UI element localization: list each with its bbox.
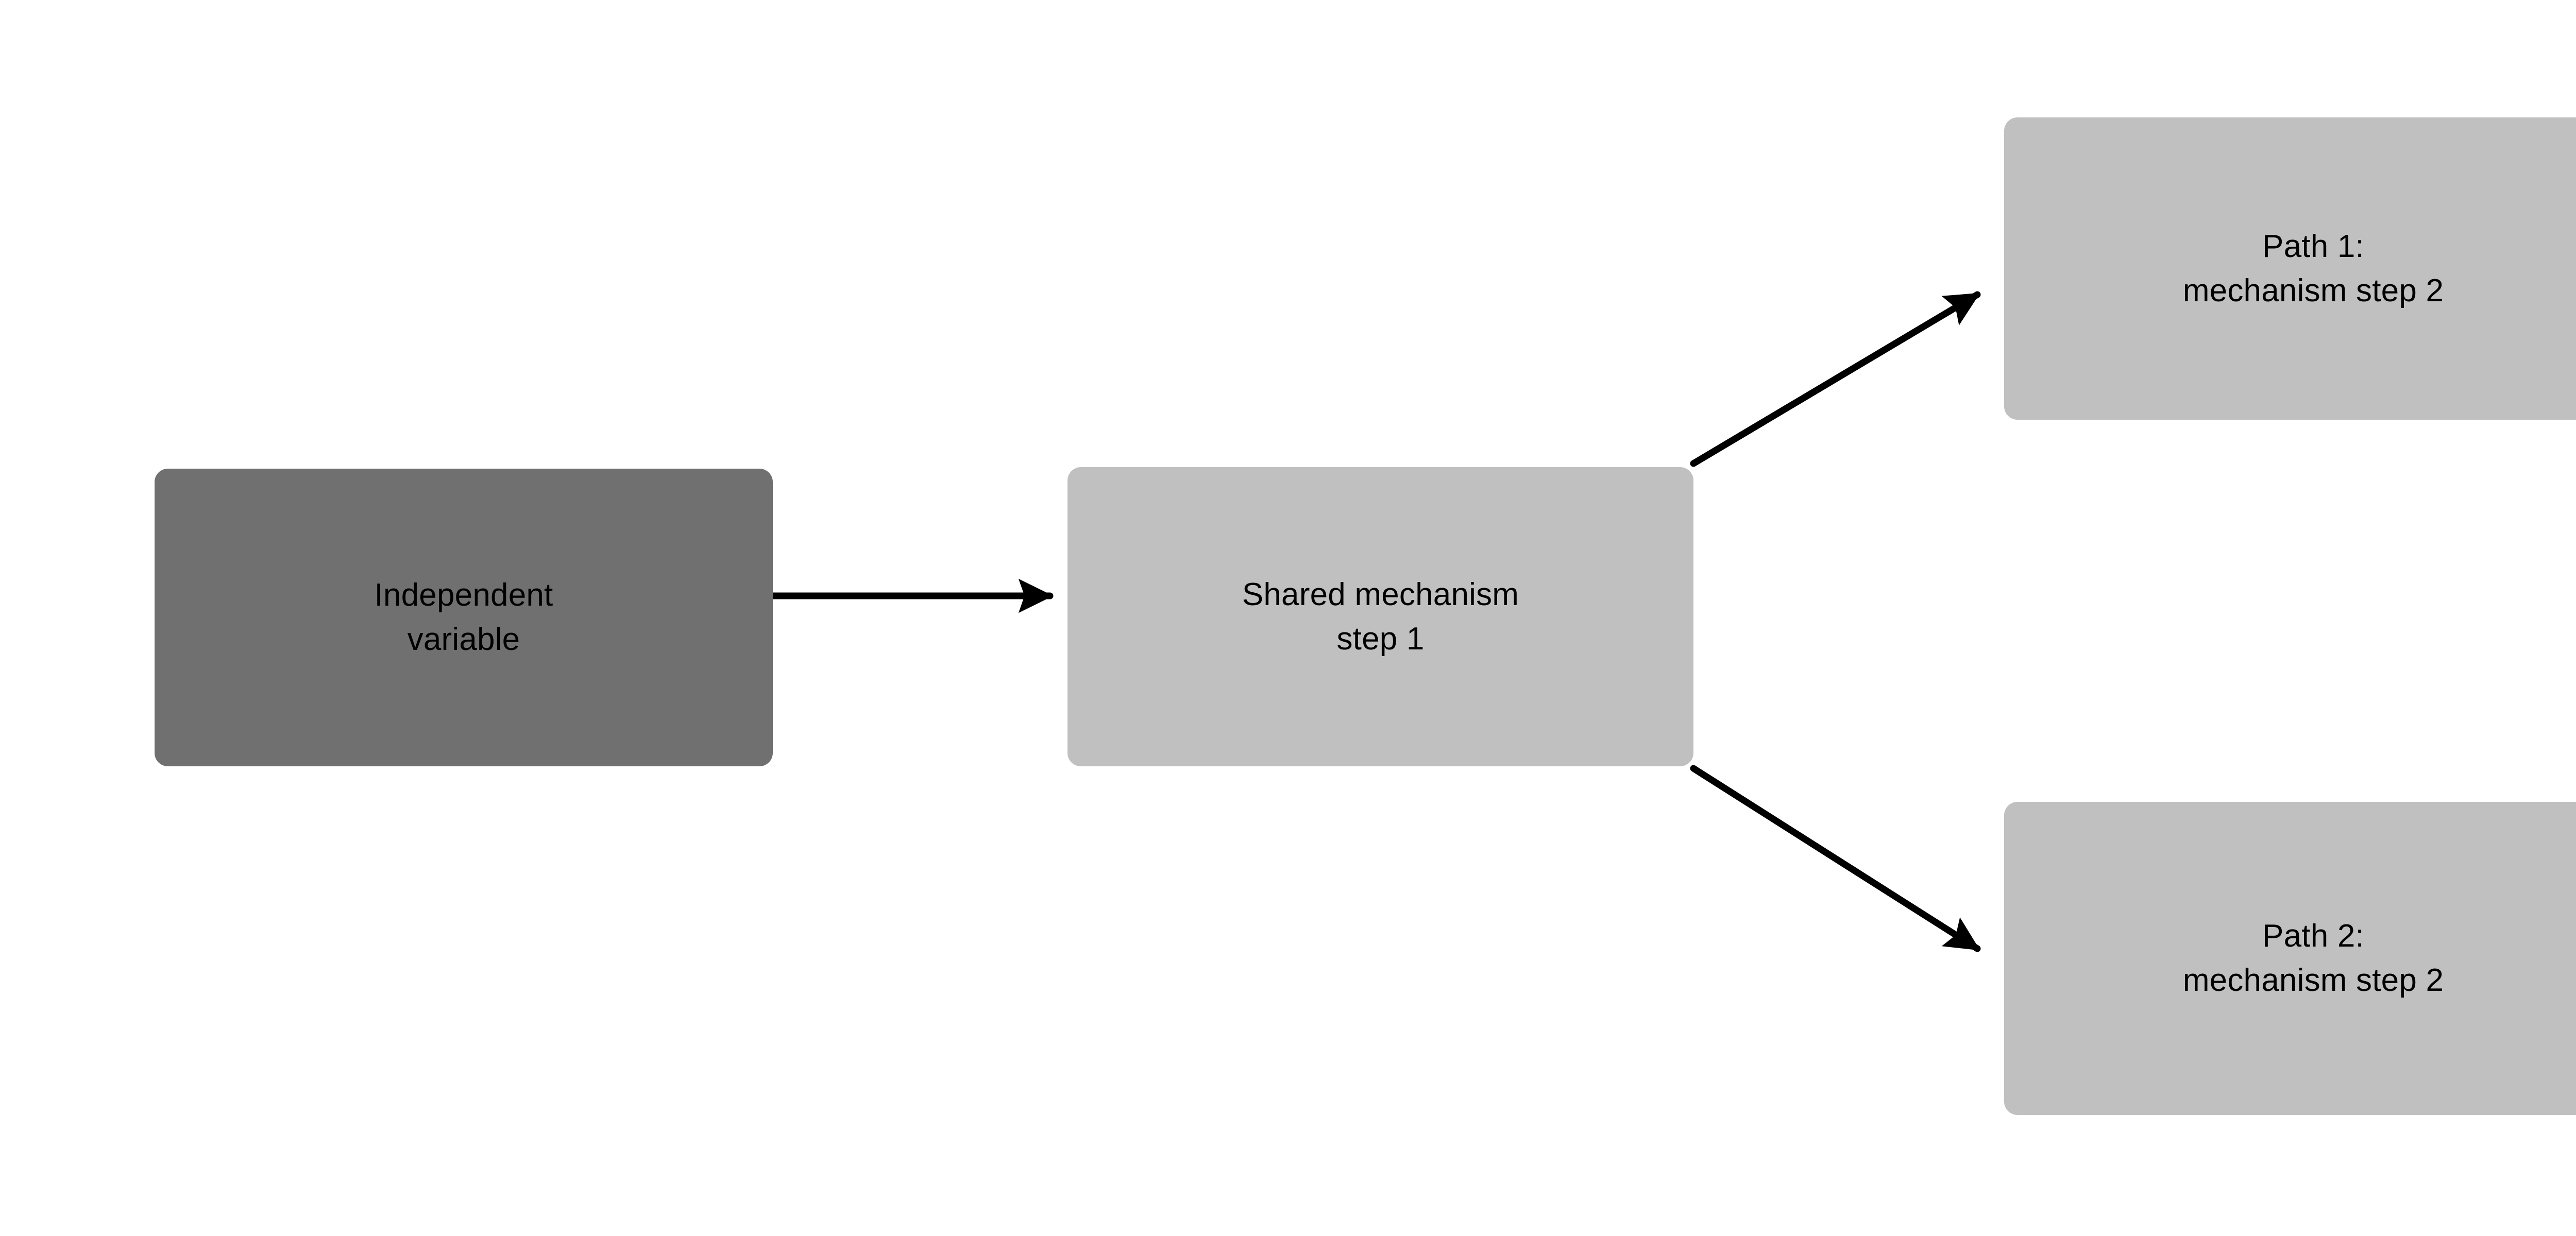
node-path-2-mechanism-step-2-label: Path 2: mechanism step 2 [2182, 918, 2444, 998]
node-path-1-mechanism-step-2-label: Path 1: mechanism step 2 [2182, 228, 2444, 308]
node-shared-mechanism-step-1-label: Shared mechanism step 1 [1242, 576, 1519, 657]
node-independent-variable[interactable]: Independent variable [155, 469, 773, 766]
edge-shared-to-path1 [1690, 291, 1981, 467]
node-independent-variable-label: Independent variable [374, 577, 553, 657]
node-shared-mechanism-step-1[interactable]: Shared mechanism step 1 [1067, 467, 1693, 766]
node-path-2-mechanism-step-2[interactable]: Path 2: mechanism step 2 [2004, 802, 2576, 1115]
node-path-1-mechanism-step-2[interactable]: Path 1: mechanism step 2 [2004, 117, 2576, 420]
edge-shared-to-path2 [1690, 765, 1981, 952]
